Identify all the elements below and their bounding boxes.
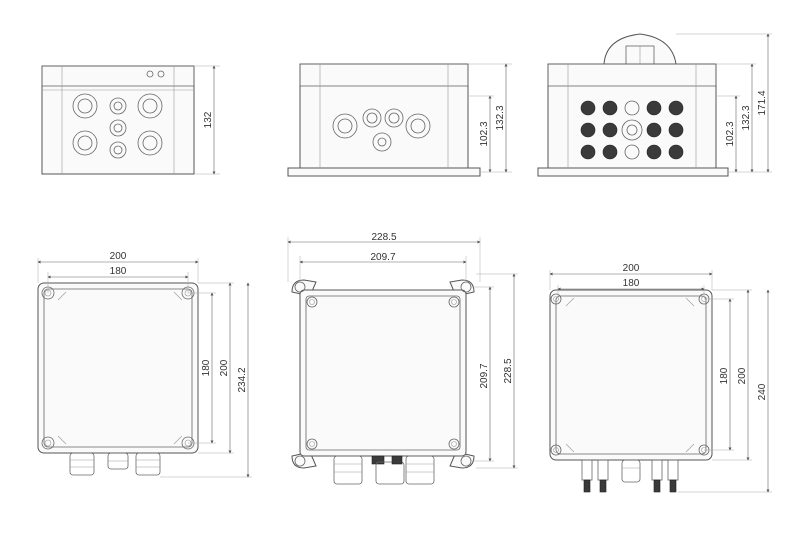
dim-front-a-height: 132 — [203, 111, 214, 128]
dim-top-c-inner-h: 180 — [719, 367, 730, 384]
top-view-a: 200 180 180 200 234.2 — [37, 251, 252, 478]
top-view-b: 228.5 209.7 209.7 228.5 — [287, 232, 518, 485]
dim-top-b-inner-w: 209.7 — [370, 252, 395, 263]
dim-top-a-inner-w: 180 — [110, 266, 127, 277]
connector-grid — [580, 100, 684, 160]
dim-front-b-body: 102.3 — [479, 121, 490, 146]
dim-front-b-cover: 132.3 — [495, 105, 506, 130]
dim-top-c-outer-h: 200 — [737, 367, 748, 384]
cable-glands-a — [69, 452, 161, 476]
front-view-a: 132 — [41, 65, 220, 175]
top-view-c: 200 180 180 200 240 — [549, 263, 772, 493]
dim-top-c-inner-w: 180 — [623, 278, 640, 289]
front-view-b: 102.3 132.3 — [287, 63, 512, 177]
dim-front-c-cover: 132.3 — [741, 105, 752, 130]
dim-top-c-outer-w: 200 — [623, 263, 640, 274]
dim-front-c-total: 171.4 — [757, 90, 768, 115]
dim-top-b-outer-w: 228.5 — [371, 232, 396, 243]
dim-top-c-total-h: 240 — [757, 383, 768, 400]
cable-glands-b — [333, 455, 435, 485]
dim-front-c-body: 102.3 — [725, 121, 736, 146]
connectors-c — [581, 459, 679, 493]
front-view-c: 102.3 132.3 171.4 — [537, 33, 772, 177]
dim-top-a-inner-h: 180 — [201, 359, 212, 376]
dim-top-a-outer-h: 200 — [219, 359, 230, 376]
dim-top-b-inner-h: 209.7 — [479, 363, 490, 388]
dim-top-a-total-h: 234.2 — [237, 367, 248, 392]
dim-top-b-outer-h: 228.5 — [503, 358, 514, 383]
dim-top-a-outer-w: 200 — [110, 251, 127, 262]
